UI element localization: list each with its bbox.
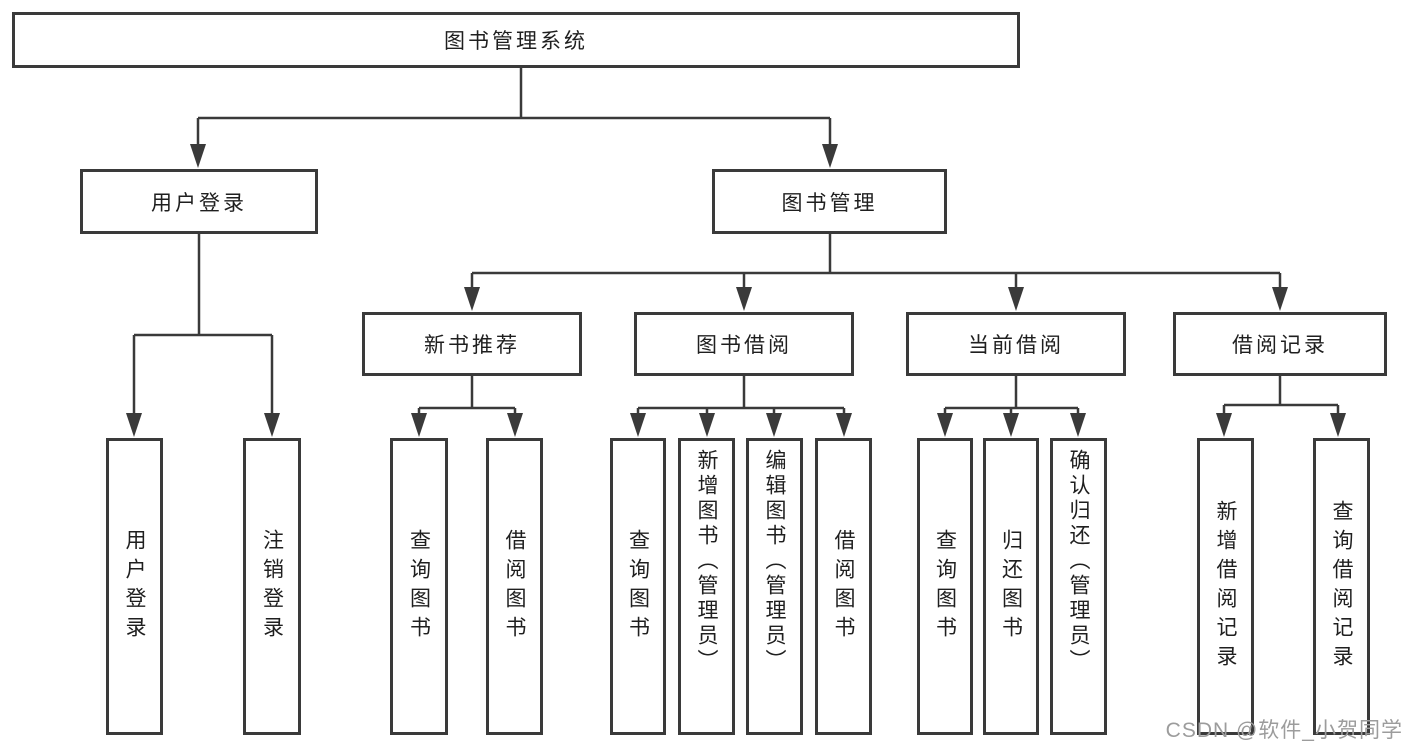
node-user-login: 用户登录	[80, 169, 318, 234]
node-add-borrow-record: 新增借阅记录	[1197, 438, 1254, 735]
node-query-borrow-record: 查询借阅记录	[1313, 438, 1370, 735]
node-label: 借阅图书	[503, 528, 527, 645]
node-new-book-recommend: 新书推荐	[362, 312, 582, 376]
node-label: 用户登录	[123, 528, 147, 645]
node-current-borrow: 当前借阅	[906, 312, 1126, 376]
node-query-books-3: 查询图书	[917, 438, 973, 735]
node-label: 借阅图书	[832, 528, 856, 645]
watermark: CSDN @软件_小贺同学	[1165, 719, 1403, 742]
node-label: 查询借阅记录	[1330, 499, 1354, 674]
node-borrow-records: 借阅记录	[1173, 312, 1387, 376]
node-borrow-books-1: 借阅图书	[486, 438, 543, 735]
node-confirm-return-admin: 确认归还（管理员）	[1050, 438, 1107, 735]
node-query-books-1: 查询图书	[390, 438, 448, 735]
node-query-books-2: 查询图书	[610, 438, 666, 735]
node-label: 查询图书	[933, 528, 957, 645]
node-label: 编辑图书（管理员）	[763, 449, 787, 674]
node-add-book-admin: 新增图书（管理员）	[678, 438, 735, 735]
node-edit-book-admin: 编辑图书（管理员）	[746, 438, 803, 735]
node-book-management: 图书管理	[712, 169, 947, 234]
node-root: 图书管理系统	[12, 12, 1020, 68]
node-label: 新增图书（管理员）	[695, 449, 719, 674]
node-book-borrow: 图书借阅	[634, 312, 854, 376]
node-user-login-action: 用户登录	[106, 438, 163, 735]
node-borrow-books-2: 借阅图书	[815, 438, 872, 735]
node-label: 确认归还（管理员）	[1067, 449, 1091, 674]
node-label: 查询图书	[626, 528, 650, 645]
node-label: 注销登录	[260, 528, 284, 645]
node-logout: 注销登录	[243, 438, 301, 735]
node-return-book: 归还图书	[983, 438, 1039, 735]
node-label: 查询图书	[407, 528, 431, 645]
node-label: 归还图书	[999, 528, 1023, 645]
node-label: 新增借阅记录	[1214, 499, 1238, 674]
